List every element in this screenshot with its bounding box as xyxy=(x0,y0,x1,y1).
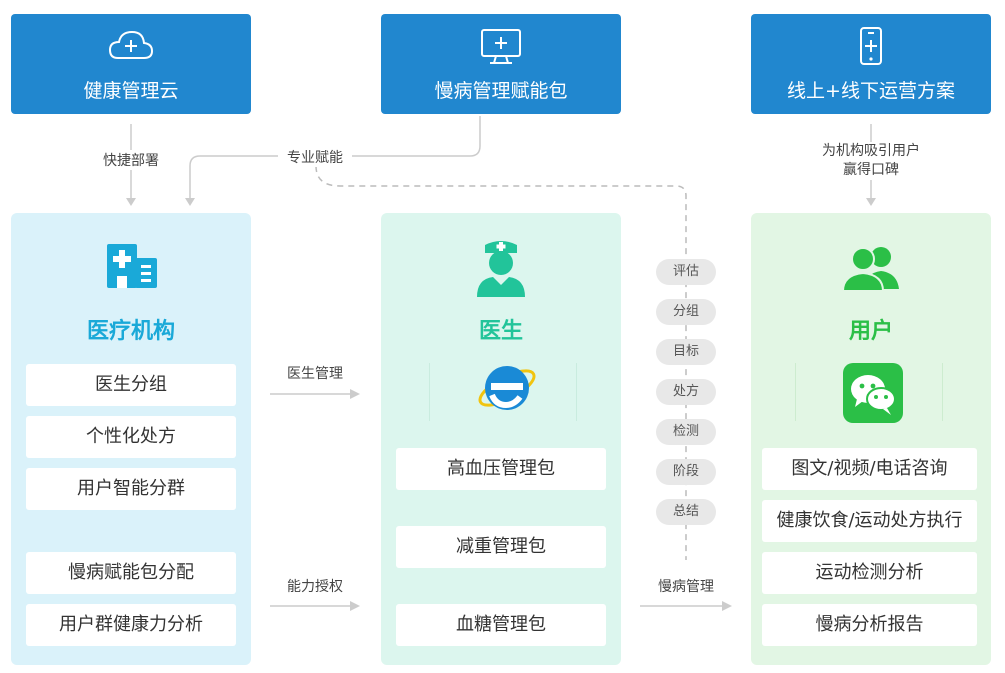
institution-item: 慢病赋能包分配 xyxy=(26,552,236,594)
hospital-icon xyxy=(105,238,159,294)
doctor-package-item: 高血压管理包 xyxy=(396,448,606,490)
phone-icon xyxy=(846,26,896,70)
chronic-package-box: 慢病管理赋能包 xyxy=(381,14,621,114)
ops-plan-box: 线上+线下运营方案 xyxy=(751,14,991,114)
doctor-title: 医生 xyxy=(478,319,523,344)
user-title: 用户 xyxy=(848,319,893,344)
institution-item: 用户群健康力分析 xyxy=(26,604,236,646)
chronic-mgmt-note: 慢病管理 xyxy=(658,579,714,595)
attract-note-line1: 为机构吸引用户 xyxy=(822,143,920,159)
user-service-item: 健康饮食/运动处方执行 xyxy=(762,500,977,542)
step-pill: 处方 xyxy=(656,379,716,405)
capability-note: 能力授权 xyxy=(287,579,343,595)
wechat-icon xyxy=(843,363,903,427)
ops-plan-label: 线上+线下运营方案 xyxy=(787,80,955,102)
browser-frame xyxy=(429,363,577,421)
doctor-package-item: 血糖管理包 xyxy=(396,604,606,646)
users-icon xyxy=(841,243,903,295)
user-service-item: 慢病分析报告 xyxy=(762,604,977,646)
step-pill: 检测 xyxy=(656,419,716,445)
doctor-panel: 医生 xyxy=(381,213,621,665)
attract-note: 为机构吸引用户 赢得口碑 xyxy=(808,142,934,180)
step-pill: 总结 xyxy=(656,499,716,525)
step-pill: 阶段 xyxy=(656,459,716,485)
doctor-mgmt-note: 医生管理 xyxy=(287,366,343,382)
step-pill: 目标 xyxy=(656,339,716,365)
wechat-frame xyxy=(795,363,943,421)
health-cloud-label: 健康管理云 xyxy=(83,80,179,102)
chronic-package-label: 慢病管理赋能包 xyxy=(434,80,568,102)
institution-title: 医疗机构 xyxy=(86,319,175,344)
user-panel: 用户 xyxy=(751,213,991,665)
health-cloud-box: 健康管理云 xyxy=(11,14,251,114)
institution-item: 用户智能分群 xyxy=(26,468,236,510)
step-pill: 分组 xyxy=(656,299,716,325)
browser-e-icon xyxy=(474,355,540,425)
institution-item: 医生分组 xyxy=(26,364,236,406)
monitor-icon xyxy=(476,26,526,70)
user-service-item: 图文/视频/电话咨询 xyxy=(762,448,977,490)
pro-empower-note: 专业赋能 xyxy=(278,147,352,167)
user-service-item: 运动检测分析 xyxy=(762,552,977,594)
doctor-icon xyxy=(473,235,529,303)
attract-note-line2: 赢得口碑 xyxy=(843,162,899,178)
fast-deploy-note: 快捷部署 xyxy=(92,150,170,170)
doctor-package-item: 减重管理包 xyxy=(396,526,606,568)
cloud-icon xyxy=(106,26,156,70)
institution-item: 个性化处方 xyxy=(26,416,236,458)
step-pill: 评估 xyxy=(656,259,716,285)
